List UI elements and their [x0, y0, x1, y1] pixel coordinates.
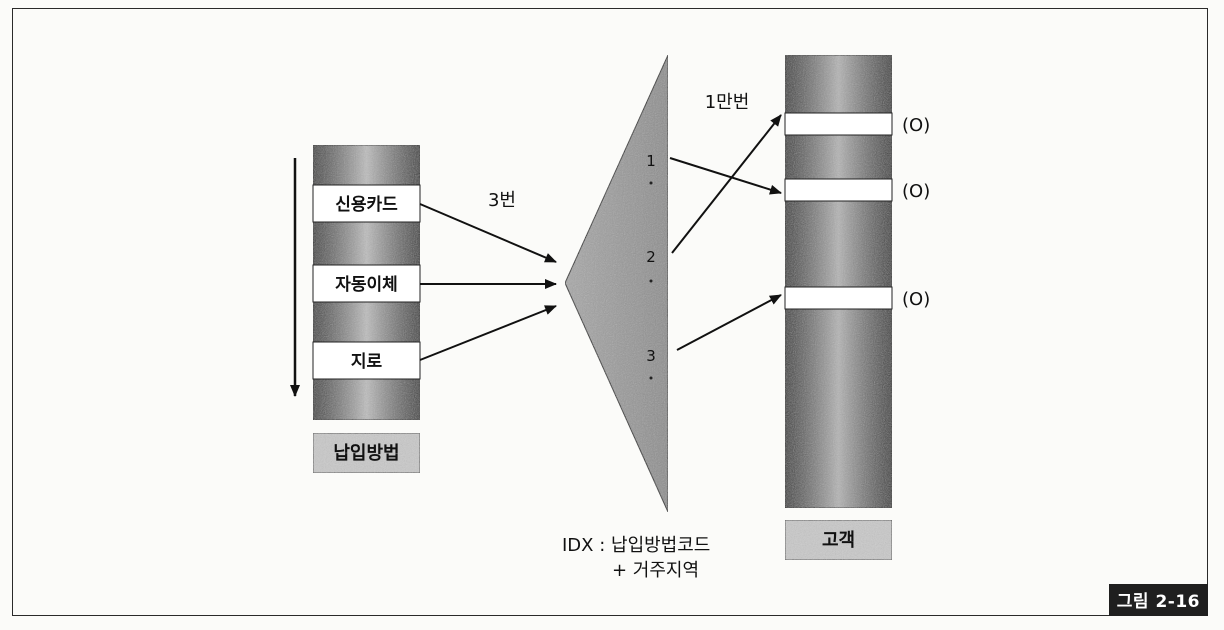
payment-method-caption-box: [312, 432, 421, 474]
arrow-index-3-to-customer: [676, 294, 782, 351]
figure-frame: [12, 8, 1208, 616]
customer-row-match-2: [784, 178, 893, 202]
customer-caption-box: [784, 519, 893, 561]
customer-caption: 고객: [822, 530, 855, 551]
index-tick-2: 2: [646, 248, 656, 266]
payment-cell-auto-transfer: [312, 264, 421, 303]
payment-cell-giro: [312, 341, 421, 380]
payment-cell-credit-card-label: 신용카드: [335, 195, 398, 215]
customer-table-column: [784, 54, 893, 509]
index-access-count-label: 3번: [488, 190, 516, 211]
index-caption-line2: + 거주지역: [612, 560, 699, 581]
index-tick-1: 1: [646, 152, 656, 170]
arrow-credit-card-to-index: [419, 203, 557, 263]
payment-method-caption: 납입방법: [333, 442, 399, 464]
index-tick-3: 3: [646, 347, 656, 365]
index-tick-dot-3: [649, 376, 653, 380]
match-mark-2: (O): [902, 181, 930, 202]
payment-cell-credit-card: [312, 184, 421, 223]
arrow-index-2-to-customer: [671, 114, 782, 254]
arrow-giro-to-index: [419, 305, 557, 361]
payment-cell-auto-transfer-label: 자동이체: [335, 275, 398, 295]
index-triangle: [564, 54, 669, 513]
match-mark-3: (O): [902, 289, 930, 310]
customer-row-match-1: [784, 112, 893, 136]
figure-number-badge: 그림 2-16: [1108, 584, 1208, 616]
payment-method-column: 신용카드 자동이체 지로: [312, 144, 421, 421]
table-access-count-label: 1만번: [705, 92, 750, 113]
index-tick-dot-1: [649, 181, 653, 185]
match-mark-1: (O): [902, 115, 930, 136]
customer-row-match-3: [784, 286, 893, 310]
index-tick-dot-2: [649, 279, 653, 283]
index-caption-line1: IDX : 납입방법코드: [562, 535, 710, 556]
payment-cell-giro-label: 지로: [351, 352, 383, 372]
arrow-index-1-to-customer: [669, 157, 782, 195]
